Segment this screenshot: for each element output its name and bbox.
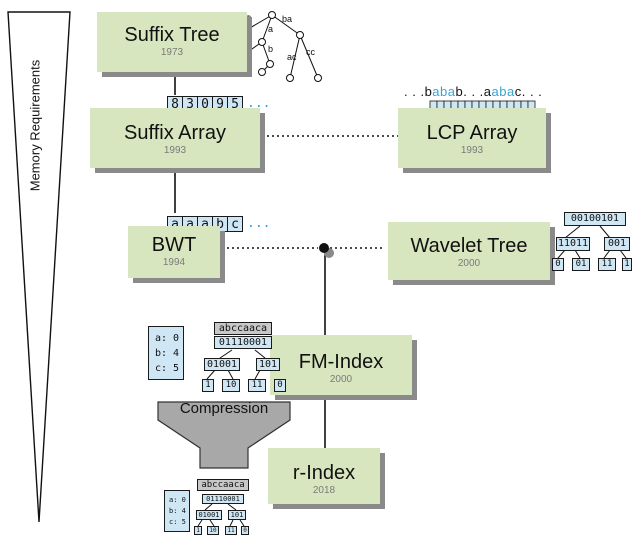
fm-leaf: 0 (274, 379, 286, 392)
memory-axis-label: Memory Requirements (27, 59, 43, 192)
edge-label: b (268, 44, 273, 54)
node-title: Suffix Tree (124, 24, 220, 46)
edge-label: $ (246, 44, 251, 54)
node-year: 2000 (329, 374, 353, 385)
node-title: r-Index (292, 462, 356, 484)
node-year: 1993 (460, 145, 484, 156)
wavelet-left: 11011 (556, 237, 590, 251)
wavelet-leaf: 01 (572, 258, 590, 271)
fm-text: abccaaca (214, 322, 272, 335)
fm-left: 01001 (204, 358, 240, 371)
edge-label: ac (287, 52, 297, 62)
node-year: 2018 (312, 485, 336, 496)
r-alphabet: a: 0 b: 4 c: 5 (164, 490, 190, 532)
compression-label: Compression (179, 400, 269, 417)
suffix-tree-node: Suffix Tree 1973 (97, 12, 247, 72)
r-leaf: 11 (225, 526, 237, 535)
edge-label: $ (246, 14, 251, 24)
fm-leaf: 10 (222, 379, 240, 392)
suffix-array-node: Suffix Array 1993 (90, 108, 260, 168)
r-text: abccaaca (197, 479, 249, 491)
wavelet-leaf: 11 (598, 258, 616, 271)
alphabet-entry: b: 4 (169, 507, 186, 515)
node-title: FM-Index (298, 351, 384, 373)
compression-funnel (157, 401, 291, 469)
ellipsis: ... (247, 216, 271, 231)
fm-leaf: 1 (202, 379, 214, 392)
edge-label: cc (306, 47, 316, 57)
r-leaf: 1 (194, 526, 202, 535)
ellipsis: ... (247, 96, 271, 111)
node-title: Suffix Array (124, 122, 226, 144)
r-root: 01110001 (202, 494, 244, 504)
r-leaf: 0 (241, 526, 249, 535)
wavelet-right: 001 (604, 237, 630, 251)
bwt-cell: c (227, 216, 243, 232)
edge-label: ba (282, 14, 292, 24)
wavelet-root: 00100101 (564, 212, 626, 226)
lcp-text: . . .babab. . .aabac. . . (404, 84, 543, 99)
node-year: 1973 (160, 47, 184, 58)
fm-alphabet: a: 0 b: 4 c: 5 (148, 326, 184, 380)
wavelet-leaf: 1 (622, 258, 632, 271)
node-title: BWT (151, 234, 197, 256)
node-year: 2000 (457, 258, 481, 269)
r-index-node: r-Index 2018 (268, 448, 380, 504)
alphabet-entry: a: 0 (169, 496, 186, 504)
alphabet-entry: c: 5 (169, 518, 186, 526)
node-title: Wavelet Tree (410, 235, 528, 257)
fm-index-node: FM-Index 2000 (270, 335, 412, 395)
bwt-node: BWT 1994 (128, 226, 220, 278)
fm-leaf: 11 (248, 379, 266, 392)
suffix-tree-graph (235, 14, 319, 79)
node-year: 1994 (162, 257, 186, 268)
alphabet-entry: a: 0 (155, 333, 180, 344)
node-title: LCP Array (426, 122, 518, 144)
lcp-array-node: LCP Array 1993 (398, 108, 546, 168)
alphabet-entry: c: 5 (155, 363, 180, 374)
suffix-tree-edge-labels: $ a ba $ b ac cc (246, 14, 316, 62)
r-left: 01001 (196, 510, 222, 520)
memory-triangle (7, 11, 71, 523)
r-leaf: 10 (207, 526, 219, 535)
junction-dot (319, 243, 329, 253)
edge-label: a (268, 24, 273, 34)
wavelet-tree-node: Wavelet Tree 2000 (388, 222, 550, 280)
r-right: 101 (228, 510, 246, 520)
wavelet-leaf: 0 (552, 258, 564, 271)
alphabet-entry: b: 4 (155, 348, 180, 359)
fm-right: 101 (256, 358, 280, 371)
node-year: 1993 (163, 145, 187, 156)
fm-root: 01110001 (214, 336, 272, 349)
